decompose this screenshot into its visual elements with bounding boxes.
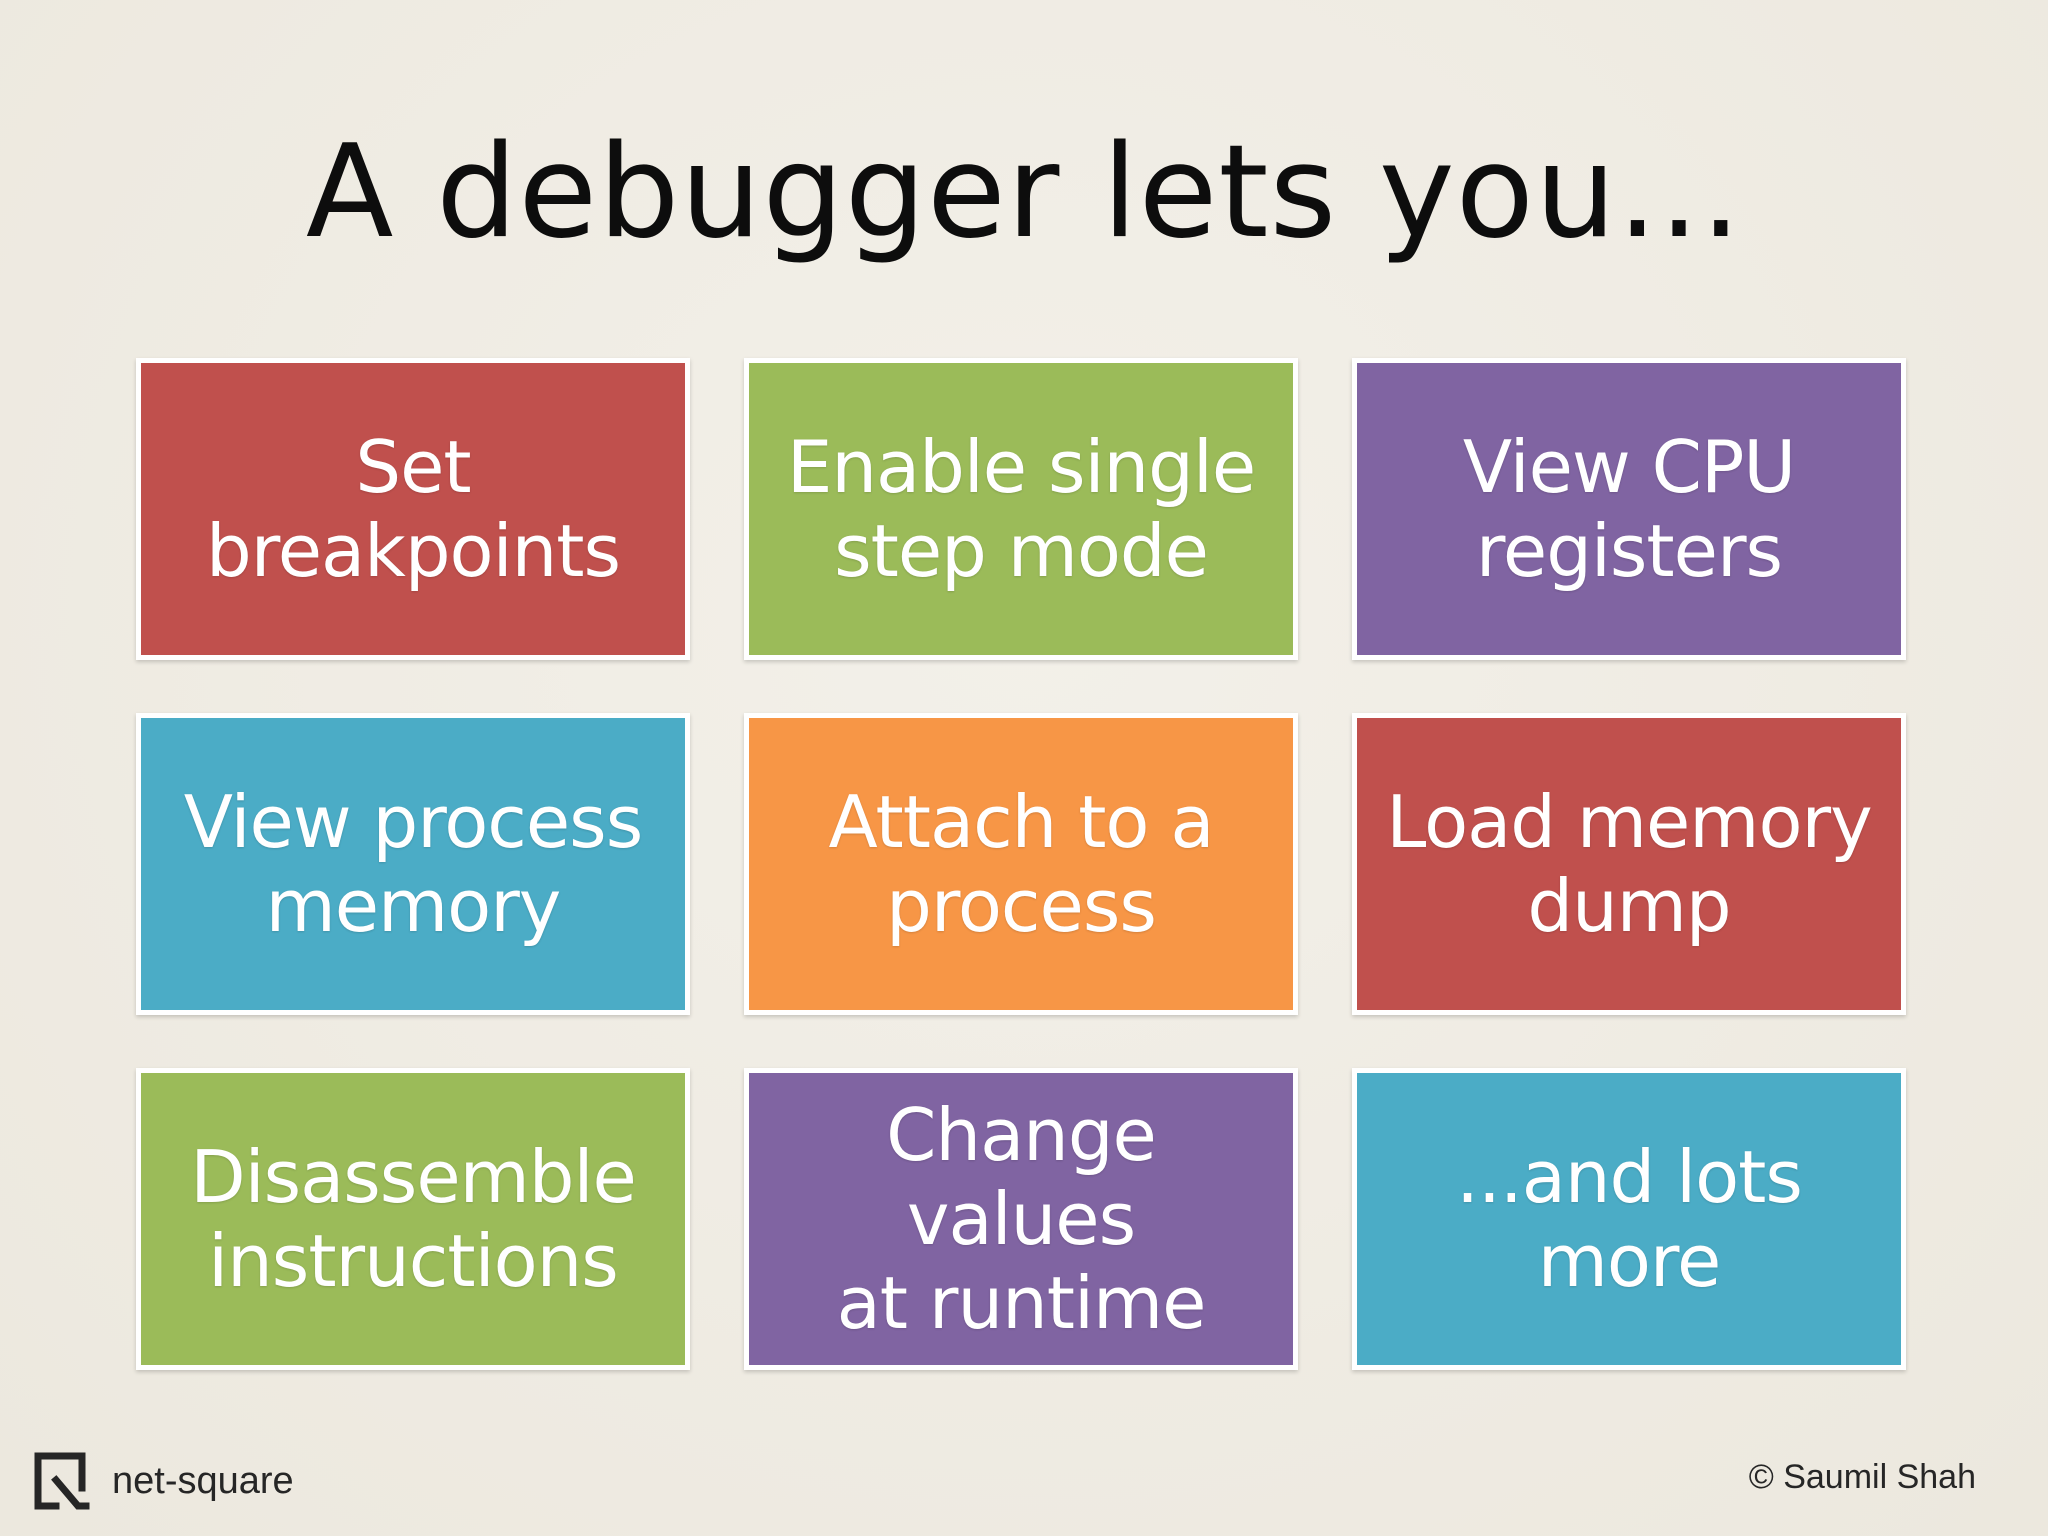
tile-label: Set breakpoints [206,425,621,593]
tile-label: Enable single step mode [786,425,1256,593]
tile-cpu-registers: View CPU registers [1352,358,1906,660]
tile-label: View process memory [183,780,643,948]
tile-label: ...and lots more [1456,1135,1803,1303]
tile-label: Load memory dump [1386,780,1872,948]
tile-set-breakpoints: Set breakpoints [136,358,690,660]
tile-label: Attach to a process [828,780,1215,948]
tile-label: Change values at runtime [836,1093,1207,1345]
footer-logo: net-square [32,1452,294,1510]
tile-label: View CPU registers [1462,425,1796,593]
copyright-text: © Saumil Shah [1748,1458,1976,1496]
tile-lots-more: ...and lots more [1352,1068,1906,1370]
slide-title: A debugger lets you... [305,118,1743,267]
tile-change-values: Change values at runtime [744,1068,1298,1370]
tile-process-memory: View process memory [136,713,690,1015]
tile-single-step: Enable single step mode [744,358,1298,660]
net-square-logo-icon [34,1452,90,1510]
feature-grid: Set breakpoints Enable single step mode … [136,358,1912,1372]
logo-text: net-square [112,1460,294,1502]
tile-label: Disassemble instructions [190,1135,637,1303]
tile-disassemble: Disassemble instructions [136,1068,690,1370]
tile-attach-process: Attach to a process [744,713,1298,1015]
tile-memory-dump: Load memory dump [1352,713,1906,1015]
